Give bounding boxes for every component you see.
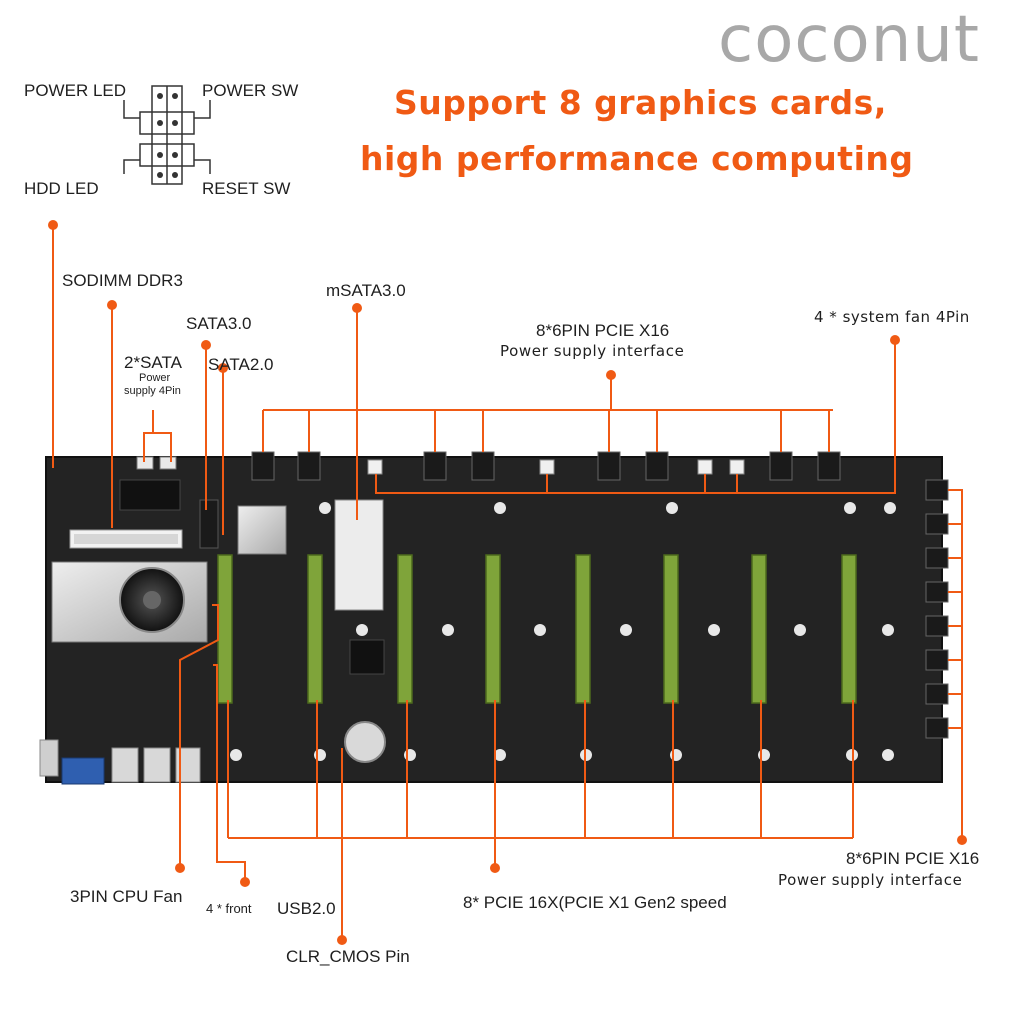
usb-port-1 <box>111 747 139 783</box>
label-pcie-power-right: 8*6PIN PCIE X16 <box>846 849 980 868</box>
label-pcie-slots: 8* PCIE 16X(PCIE X1 Gen2 speed <box>463 893 727 912</box>
top-power-connectors <box>251 451 841 481</box>
label-cpu-fan: 3PIN CPU Fan <box>70 887 183 906</box>
brand-logo: coconut <box>718 3 980 77</box>
io-shield <box>39 739 59 777</box>
label-sodimm: SODIMM DDR3 <box>62 271 183 290</box>
label-hdd-led: HDD LED <box>24 179 99 198</box>
label-clr-cmos: CLR_CMOS Pin <box>286 947 410 966</box>
label-sata-power: 2*SATA <box>124 353 182 372</box>
leader-dots <box>48 220 967 945</box>
cmos-battery <box>344 721 386 763</box>
label-power-led: POWER LED <box>24 81 127 100</box>
label-msata: mSATA3.0 <box>326 281 406 300</box>
label-system-fan: 4 * system fan 4Pin <box>814 308 970 326</box>
label-pcie-power-top-sub: Power supply interface <box>500 342 685 360</box>
front-panel-header <box>123 85 211 185</box>
front-panel-pins <box>157 93 178 178</box>
system-fan-headers <box>367 459 745 475</box>
label-power-sw: POWER SW <box>202 81 299 100</box>
headline-line-2: high performance computing <box>360 139 914 178</box>
label-reset-sw: RESET SW <box>202 179 291 198</box>
chipset <box>237 505 287 555</box>
label-pcie-power-top: 8*6PIN PCIE X16 <box>536 321 670 340</box>
leader-lines <box>52 225 963 938</box>
headline-line-1: Support 8 graphics cards, <box>394 83 887 122</box>
label-usb: USB2.0 <box>277 899 336 918</box>
label-sata-power-sub1: Power <box>139 372 171 384</box>
label-sata-power-sub2: supply 4Pin <box>124 385 181 397</box>
label-sata3: SATA3.0 <box>186 314 252 333</box>
label-usb-prefix: 4 * front <box>206 901 252 916</box>
label-pcie-power-right-sub: Power supply interface <box>778 871 963 889</box>
label-sata2: SATA2.0 <box>208 355 274 374</box>
pcie-slots <box>217 554 857 704</box>
vga-port <box>61 757 105 785</box>
usb-port-2 <box>143 747 171 783</box>
